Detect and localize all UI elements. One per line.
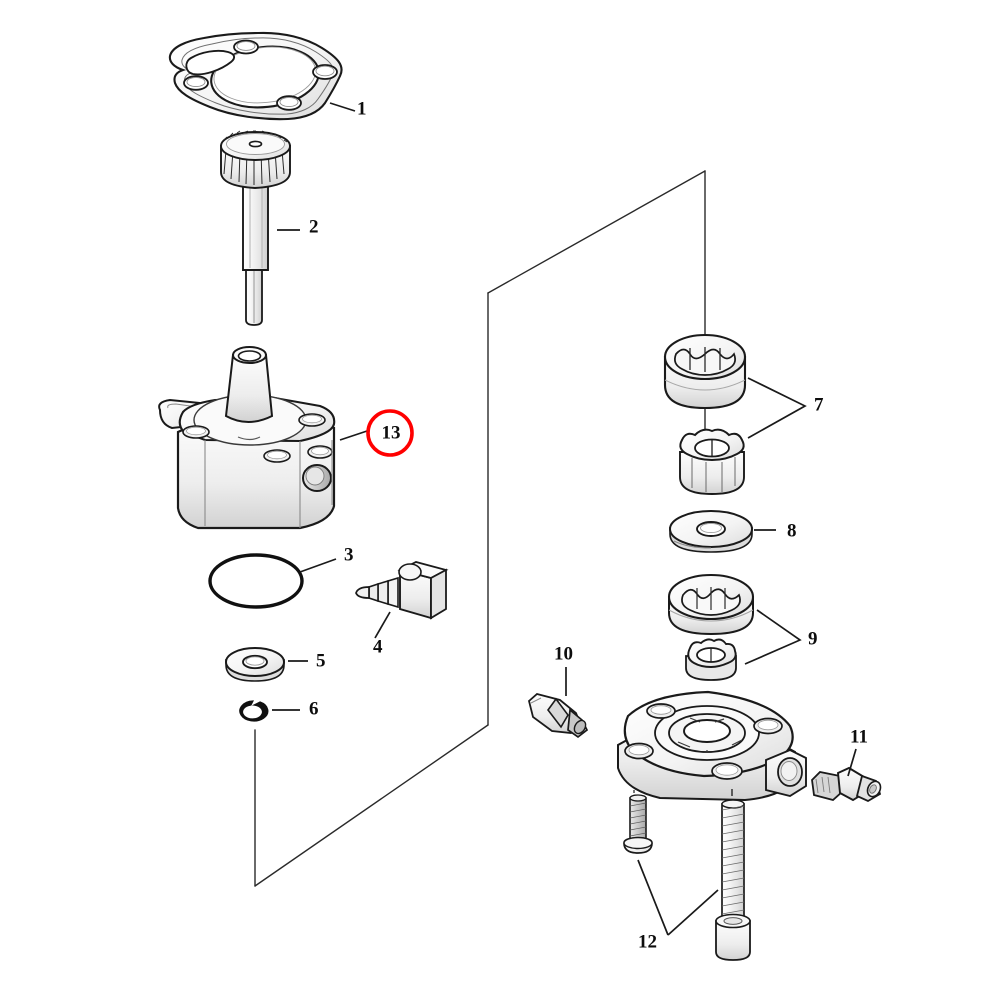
housing-side-port-inner xyxy=(305,466,325,486)
part-oil-pump-body-housing[interactable] xyxy=(158,346,336,530)
union-end-bore-inner xyxy=(869,784,877,794)
callout-label-9[interactable]: 9 xyxy=(808,628,818,649)
cover-bearing-bore xyxy=(683,719,731,743)
leader-line-13 xyxy=(339,429,371,441)
nipple-end-face xyxy=(573,719,587,735)
nipple-highlight xyxy=(530,697,542,704)
barb-2 xyxy=(377,579,389,606)
leader-line-11 xyxy=(847,748,857,777)
cover-bolt-hole-1-inner xyxy=(650,705,672,715)
outer-ring-lobe-lines xyxy=(689,347,721,372)
leader-line-7 xyxy=(747,377,807,439)
leader-line-12b xyxy=(667,889,719,936)
housing-bolt-hole-1-inner xyxy=(302,414,322,424)
nipple-hex-collar xyxy=(547,697,569,729)
callout-label-7[interactable]: 7 xyxy=(814,394,824,415)
part-o-ring-seal[interactable] xyxy=(208,553,304,609)
highlight-circle-13[interactable] xyxy=(366,409,414,457)
callout-label-8[interactable]: 8 xyxy=(787,520,797,541)
guide-diagonal-top xyxy=(487,170,706,294)
gasket-bolt-hole-4-inner xyxy=(186,76,206,88)
callout-label-4[interactable]: 4 xyxy=(373,636,383,657)
fitting-top-boss xyxy=(398,563,422,581)
part-feed-inner-rotor[interactable] xyxy=(685,638,737,681)
inner-rotor-wall xyxy=(679,451,745,495)
union-thread-lines xyxy=(815,776,831,794)
washer-center-hole-inner xyxy=(245,656,265,666)
part-separator-plate-washer[interactable] xyxy=(669,510,753,553)
snap-ring-shape xyxy=(239,700,269,722)
callout-label-3[interactable]: 3 xyxy=(344,544,354,565)
callout-labels: 1 2 3 4 5 6 7 8 9 10 11 12 13 xyxy=(309,98,868,952)
leader-line-4 xyxy=(374,611,391,639)
callout-label-13[interactable]: 13 xyxy=(382,422,401,443)
leader-line-1 xyxy=(329,102,356,112)
shaft-body xyxy=(242,179,269,271)
callout-label-2[interactable]: 2 xyxy=(309,216,319,237)
long-bolt-socket-recess xyxy=(723,917,743,925)
short-bolt-head-top xyxy=(623,836,653,850)
gasket-bolt-hole-2-inner xyxy=(315,65,335,77)
cover-bolt-hole-3-inner xyxy=(628,744,650,756)
part-hex-union-fitting[interactable] xyxy=(811,766,883,803)
part-flat-washer[interactable] xyxy=(225,647,285,682)
leader-line-3 xyxy=(299,558,337,573)
housing-bolt-hole-2-inner xyxy=(186,426,206,436)
barb-1 xyxy=(387,576,399,609)
part-long-socket-bolt[interactable] xyxy=(715,789,751,961)
outer-ring-shade xyxy=(664,379,746,391)
housing-neck-bore xyxy=(237,350,262,362)
long-bolt-socket-head xyxy=(715,920,751,961)
gasket-kidney-slot xyxy=(185,49,236,76)
callout-label-11[interactable]: 11 xyxy=(850,726,868,747)
o-ring-shape xyxy=(208,553,304,609)
inner-rotor-flutes xyxy=(691,457,736,492)
cover-bearing-webs xyxy=(677,717,743,752)
callout-label-10[interactable]: 10 xyxy=(554,643,573,664)
callout-label-5[interactable]: 5 xyxy=(316,650,326,671)
part-drive-gear-shaft[interactable] xyxy=(220,130,291,326)
part-pump-cover-body[interactable] xyxy=(617,690,807,802)
part-feed-outer-ring[interactable] xyxy=(667,573,755,636)
cover-bolt-hole-4-inner xyxy=(715,764,739,776)
part-scavenge-inner-rotor[interactable] xyxy=(679,428,745,495)
separator-plate-hole-inner xyxy=(700,522,722,534)
gasket-bolt-hole-3-inner xyxy=(279,96,299,108)
leader-line-9 xyxy=(744,609,802,665)
guide-diagonal-bottom xyxy=(254,724,489,887)
part-pump-body-gasket[interactable] xyxy=(168,31,343,121)
housing-left-ear-inner xyxy=(167,403,198,409)
barb-tip xyxy=(355,586,370,599)
housing-bolt-hole-4-inner xyxy=(311,446,329,456)
gear-rim-serrations xyxy=(223,130,288,143)
housing-deck-scribe xyxy=(237,436,261,441)
part-short-flange-bolt[interactable] xyxy=(623,790,653,854)
callout-label-1[interactable]: 1 xyxy=(357,98,367,119)
short-bolt-shank-top xyxy=(629,794,647,802)
part-oil-feed-nipple[interactable] xyxy=(527,693,589,739)
separator-plate-shade xyxy=(673,540,712,549)
feed-outer-ring-shade xyxy=(668,609,754,622)
housing-neck-tower xyxy=(224,354,274,423)
part-scavenge-outer-ring[interactable] xyxy=(663,333,747,410)
part-retaining-snap-ring[interactable] xyxy=(239,700,269,722)
feed-outer-lobe-lines xyxy=(696,587,726,610)
barb-3 xyxy=(368,582,379,603)
cover-right-port-inner xyxy=(780,761,798,781)
part-barbed-hose-fitting[interactable] xyxy=(355,561,449,620)
callout-label-12[interactable]: 12 xyxy=(638,931,657,952)
leader-line-12a xyxy=(637,859,669,936)
gasket-bolt-hole-1-inner xyxy=(236,41,256,51)
housing-bolt-hole-3-inner xyxy=(267,450,287,460)
cover-bolt-hole-2-inner xyxy=(757,719,779,731)
callout-label-6[interactable]: 6 xyxy=(309,698,319,719)
fitting-block-side xyxy=(430,568,447,620)
long-bolt-threads xyxy=(721,805,745,915)
short-bolt-threads xyxy=(629,802,647,837)
gear-center-hole xyxy=(248,140,263,148)
